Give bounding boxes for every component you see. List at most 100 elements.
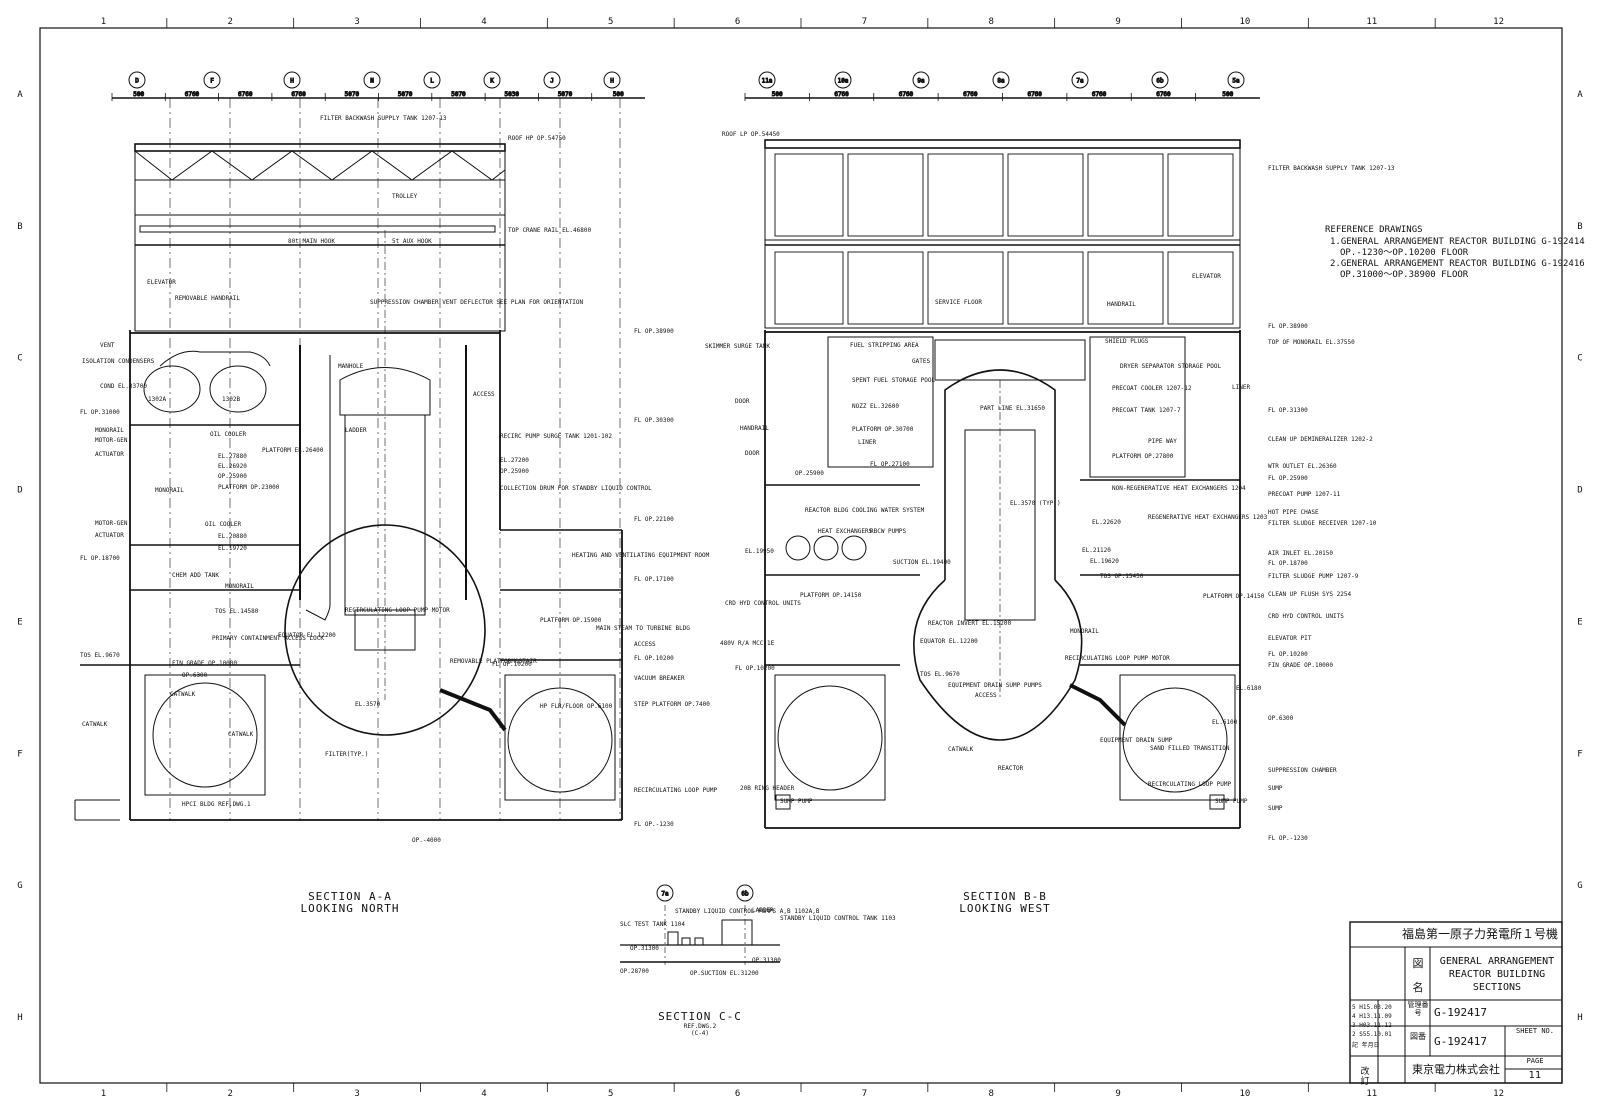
callout-label: MONORAIL [95, 427, 124, 434]
sheet-border [39, 27, 1563, 1084]
callout-label: TOP CRANE RAIL EL.46800 [508, 227, 591, 234]
name-label-2: 名 [1412, 981, 1424, 994]
dimension-value: 6760 [1156, 91, 1171, 98]
callout-label: FILTER SLUDGE RECEIVER 1207-10 [1268, 520, 1377, 527]
section-b-b-title: SECTION B-B [963, 890, 1047, 903]
grid-row-left: G [17, 881, 22, 891]
column-bubble-label: N [370, 78, 374, 85]
sheet-number-label: SHEET NO. [1516, 1027, 1554, 1035]
callout-label: RECIRCULATING LOOP PUMP MOTOR [1065, 655, 1170, 662]
callout-label: ACTUATOR [95, 451, 124, 458]
grid-row-right: G [1577, 881, 1582, 891]
callout-label: COLLECTION DRUM FOR STANDBY LIQUID CONTR… [500, 485, 652, 492]
callout-label: HOT PIPE CHASE [1268, 509, 1319, 516]
callout-label: STANDBY LIQUID CONTROL PUMPS A,B 1102A,B [675, 908, 820, 915]
callout-label: FL OP.22100 [634, 516, 674, 523]
callout-label: RBCW PUMPS [870, 528, 907, 535]
reference-line-2b: OP.31000～OP.38900 FLOOR [1340, 270, 1469, 280]
column-bubble-label: 11a [762, 78, 773, 85]
callout-label: HANDRAIL [740, 425, 769, 432]
callout-label: TOS EL.9670 [80, 652, 120, 659]
management-label: 管理番号 [1407, 1001, 1429, 1017]
revision-row: 記 年月日 [1352, 1040, 1404, 1049]
grid-column-bottom: 12 [1493, 1089, 1504, 1099]
grid-column-top: 12 [1493, 17, 1504, 27]
callout-label: REACTOR BLDG COOLING WATER SYSTEM [805, 507, 925, 514]
column-bubble-label: 7a [661, 891, 669, 898]
grid-row-left: D [17, 486, 22, 496]
revision-label: 改 訂 [1360, 1067, 1379, 1087]
callout-label: MOTOR-GEN [95, 437, 128, 444]
column-bubble-label: 7a [1076, 78, 1084, 85]
grid-row-left: B [17, 222, 22, 232]
callout-label: DOOR [735, 398, 750, 405]
callout-label: EL.27880 [218, 453, 247, 460]
callout-label: FL OP.27100 [870, 461, 910, 468]
callout-label: PLATFORM OP.23000 [218, 484, 280, 491]
callout-label: ROOF LP OP.54450 [722, 131, 780, 138]
callout-label: FL OP.38900 [1268, 323, 1308, 330]
column-bubble [423, 71, 441, 89]
grid-row-right: C [1577, 354, 1582, 364]
grid-column-top: 8 [989, 17, 994, 27]
callout-label: SUMP [1268, 785, 1283, 792]
column-bubble [543, 71, 561, 89]
callout-label: RECIRC PUMP SURGE TANK 1201-102 [500, 433, 612, 440]
dimension-value: 5070 [398, 91, 413, 98]
column-bubble-label: K [490, 78, 494, 85]
callout-label: PLATFORM OP.14150 [1203, 593, 1265, 600]
revision-row: 5 H15.03.20 [1352, 1004, 1404, 1013]
callout-label: REACTOR INVERT EL.15200 [928, 620, 1011, 627]
callout-label: FL OP.31300 [1268, 407, 1308, 414]
callout-label: OP.SUCTION EL.31200 [690, 970, 759, 977]
grid-column-top: 3 [354, 17, 359, 27]
callout-label: LADDER [345, 427, 367, 434]
callout-label: EL.6180 [1236, 685, 1262, 692]
callout-label: GATES [912, 358, 930, 365]
dimension-value: 6760 [238, 91, 253, 98]
callout-label: PRECOAT TANK 1207-7 [1112, 407, 1181, 414]
grid-column-top: 4 [481, 17, 486, 27]
callout-label: CATWALK [170, 691, 196, 698]
callout-label: SUCTION EL.19400 [893, 559, 951, 566]
dimension-value: 500 [133, 91, 144, 98]
column-bubble [363, 71, 381, 89]
column-bubble [834, 71, 852, 89]
callout-label: SUMP PUMP [780, 798, 813, 805]
callout-label: FL OP.18700 [80, 555, 120, 562]
callout-label: PLATFORM OP.27800 [1112, 453, 1174, 460]
grid-column-bottom: 2 [228, 1089, 233, 1099]
reference-line-1b: OP.-1230～OP.10200 FLOOR [1340, 248, 1469, 258]
callout-label: RECIRCULATING LOOP PUMP [634, 787, 717, 794]
callout-label: FL OP.18700 [1268, 560, 1308, 567]
callout-label: ACCESS [975, 692, 997, 699]
grid-column-bottom: 1 [101, 1089, 106, 1099]
callout-label: 80t MAIN HOOK [288, 238, 335, 245]
callout-label: CATWALK [948, 746, 974, 753]
callout-label: EL.19720 [218, 545, 247, 552]
revision-row: 2 S55.10.01 [1352, 1031, 1404, 1040]
callout-label: FL OP.10200 [735, 665, 775, 672]
callout-label: CLEAN UP FLUSH SYS 2254 [1268, 591, 1351, 598]
callout-label: CLEAN UP DEMINERALIZER 1202-2 [1268, 436, 1373, 443]
section-a-a-title: SECTION A-A [308, 890, 392, 903]
page-number: 11 [1528, 1070, 1542, 1081]
callout-label: WTR OUTLET EL.26360 [1268, 463, 1337, 470]
dimension-value: 5070 [345, 91, 360, 98]
grid-column-bottom: 9 [1115, 1089, 1120, 1099]
callout-label: OP.25900 [500, 468, 529, 475]
callout-label: OP.-4000 [0, 0, 29, 2]
callout-label: OIL COOLER [210, 431, 247, 438]
callout-label: SUMP [1268, 805, 1283, 812]
callout-label: EL.3570 [355, 701, 381, 708]
callout-label: MOTOR-GEN [95, 520, 128, 527]
callout-label: EL.21120 [1082, 547, 1111, 554]
revision-number: 3 [1352, 1022, 1360, 1029]
callout-label: SERVICE FLOOR [935, 299, 982, 306]
callout-label: OP.6300 [182, 672, 208, 679]
